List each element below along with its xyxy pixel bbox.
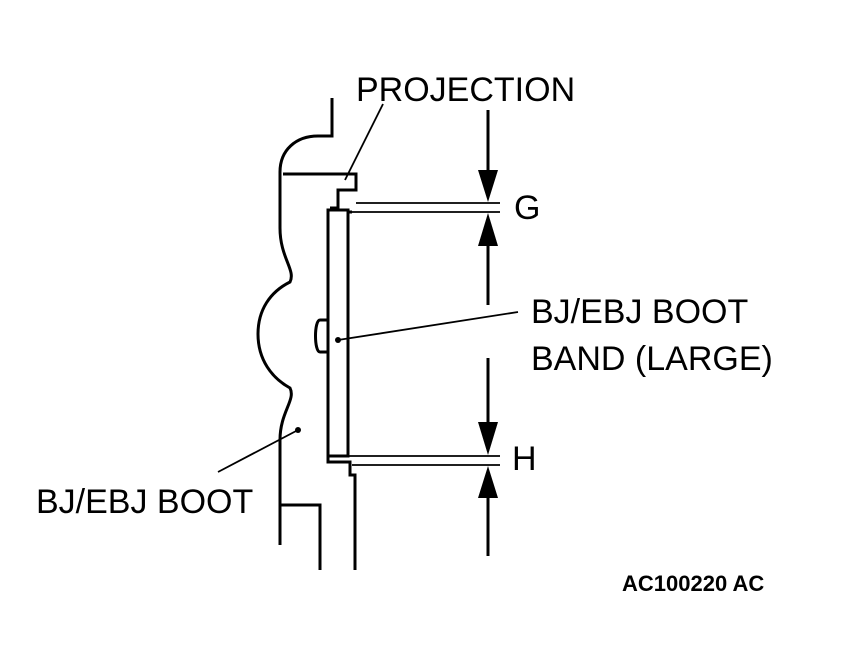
boot-leader [217,429,299,473]
band-leader-dot [335,337,341,343]
boot-projection-step [283,172,358,210]
h-arrow-top-head [478,422,498,455]
band-leader [337,311,519,341]
projection-leader [344,103,384,181]
boot-lower-flange [280,503,322,570]
g-arrow-bottom-head [478,213,498,246]
figure-code: AC100220 AC [622,571,764,596]
gap-h-label: H [512,440,537,478]
boot-label: BJ/EBJ BOOT [36,483,253,521]
g-arrow-top-head [478,170,498,202]
boot-lower-step [326,456,357,570]
boot-leader-dot [295,427,301,433]
boot-outer-profile [256,98,334,545]
band-label-line1: BJ/EBJ BOOT [531,293,748,331]
band-label-line2: BAND (LARGE) [531,340,773,378]
h-arrow-bottom-head [478,466,498,498]
boot-band-large [326,208,350,458]
boot-band-clip [314,318,328,354]
projection-label: PROJECTION [356,71,575,109]
gap-g-label: G [514,189,540,227]
